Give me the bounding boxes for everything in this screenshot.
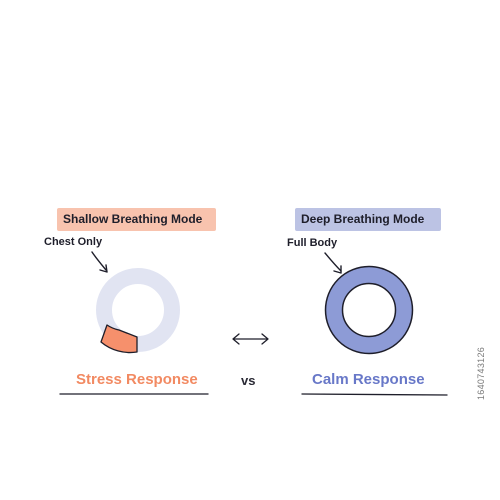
chest-only-callout: Chest Only xyxy=(44,236,103,248)
double-arrow-icon xyxy=(232,333,269,345)
shallow-label-bg xyxy=(57,208,216,231)
calm-response-label: Calm Response xyxy=(312,371,425,388)
deep-ring-outer-outline xyxy=(324,265,414,355)
stress-response-label: Stress Response xyxy=(76,371,198,388)
deep-lung-ring xyxy=(325,266,413,354)
deep-label-bg xyxy=(295,208,441,231)
shallow-lung-ring xyxy=(96,268,180,352)
chest-only-segment xyxy=(100,324,138,354)
vs-label: vs xyxy=(241,373,256,388)
calm-underline xyxy=(301,393,448,396)
shallow-breathing-mode-label: Shallow Breathing Mode xyxy=(63,212,203,226)
deep-ring-inner-outline xyxy=(341,282,397,338)
full-body-callout: Full Body xyxy=(287,237,338,249)
watermark-id: 1640743126 xyxy=(476,346,486,400)
right-callout-arrowhead xyxy=(333,265,342,274)
deep-breathing-mode-label: Deep Breathing Mode xyxy=(301,212,425,226)
left-callout-arrow-icon xyxy=(91,251,107,271)
left-callout-arrowhead xyxy=(99,264,108,273)
right-callout-arrow-icon xyxy=(324,252,342,272)
